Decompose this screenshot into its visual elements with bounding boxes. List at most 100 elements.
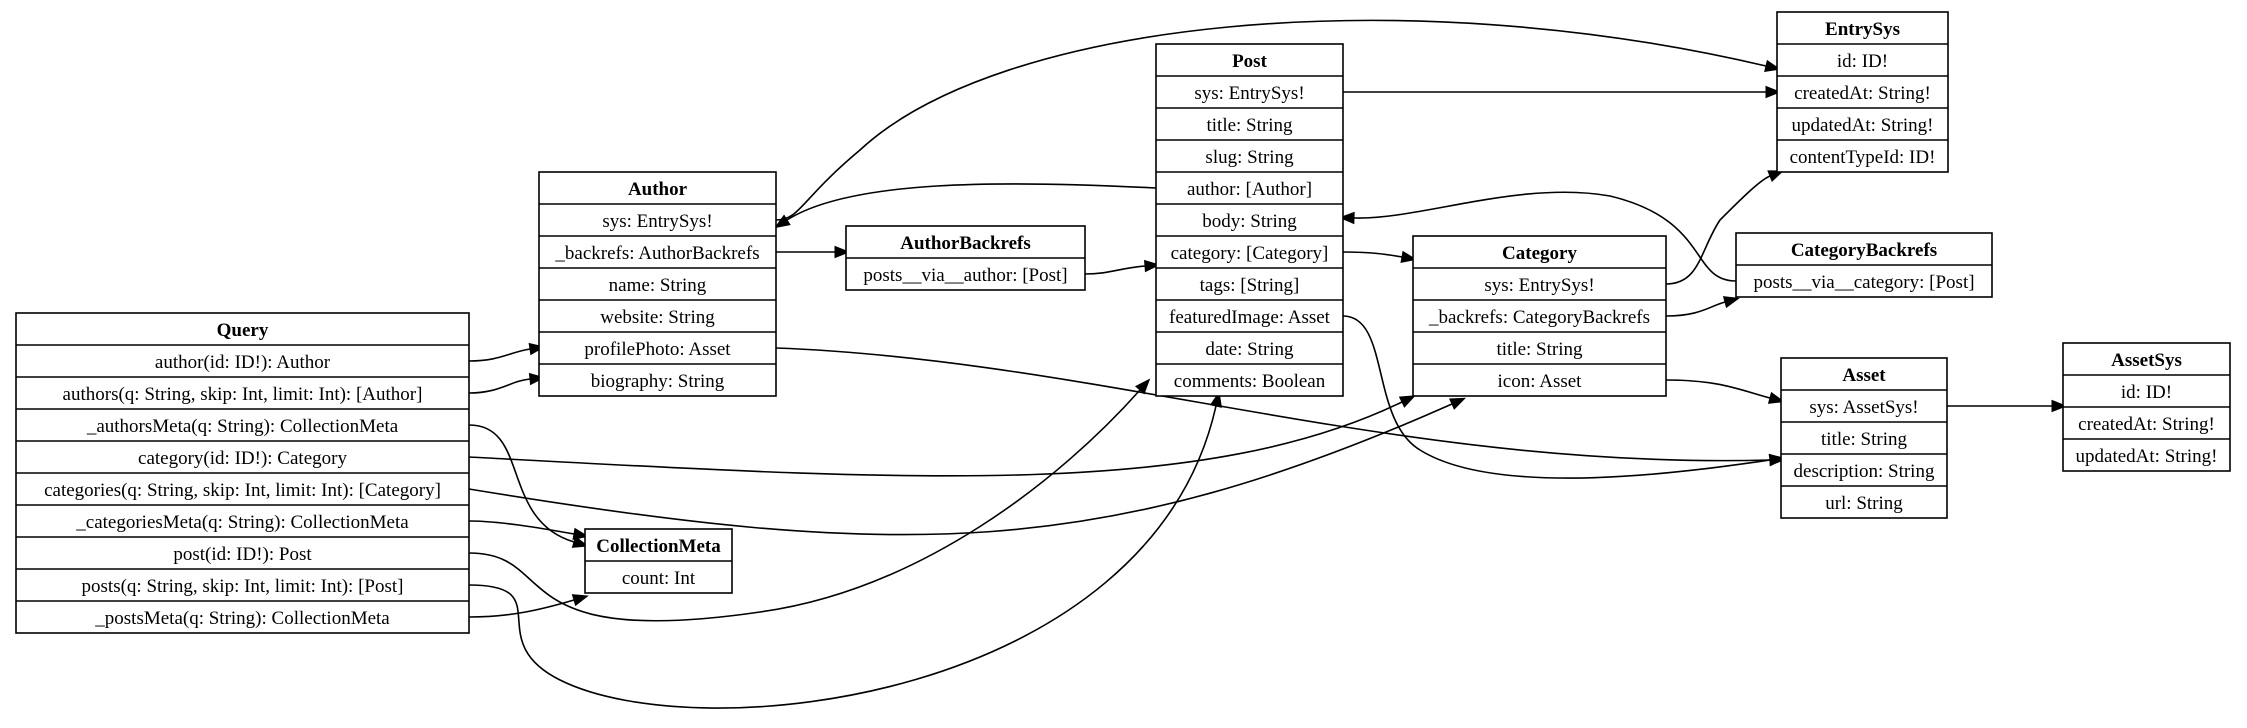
edge-query-to-post: [468, 378, 1151, 622]
node-field: _postsMeta(q: String): CollectionMeta: [94, 608, 390, 629]
node-field: profilePhoto: Asset: [584, 339, 731, 360]
edge-category-to-entry-sys: [1665, 170, 1785, 285]
arrowhead: [1135, 378, 1151, 395]
node-field: author: [Author]: [1187, 179, 1312, 200]
node-field: title: String: [1821, 429, 1908, 450]
node-field: post(id: ID!): Post: [173, 544, 312, 565]
node-field: author(id: ID!): Author: [155, 352, 331, 373]
node-field: slug: String: [1205, 147, 1294, 168]
arrowhead: [1768, 453, 1786, 467]
node-field: date: String: [1205, 339, 1294, 360]
edge-post-to-category: [1342, 250, 1418, 264]
node-field: title: String: [1496, 339, 1583, 360]
edge-query-to-category: [468, 395, 1416, 477]
edge-line: [468, 401, 1403, 477]
node-field: updatedAt: String!: [2076, 446, 2218, 467]
node-field: _authorsMeta(q: String): CollectionMeta: [86, 416, 399, 437]
node-field: count: Int: [622, 568, 696, 589]
node-title: CollectionMeta: [596, 536, 721, 557]
edge-post-to-entry-sys: [1343, 85, 1782, 99]
node-box: [1155, 43, 1344, 397]
node-title: Query: [217, 320, 269, 341]
edge-line: [1665, 379, 1771, 399]
arrowhead: [1449, 397, 1467, 410]
edge-query-to-collection-meta: [468, 520, 590, 541]
arrowhead: [572, 527, 590, 541]
node-field: biography: String: [591, 371, 725, 392]
arrowhead: [571, 594, 589, 607]
node-box: [1412, 235, 1667, 397]
node-field: authors(q: String, skip: Int, limit: Int…: [63, 384, 423, 405]
node-field: body: String: [1202, 211, 1297, 232]
node-field: sys: EntrySys!: [602, 211, 712, 232]
node-title: CategoryBackrefs: [1791, 240, 1937, 261]
node-box: [538, 171, 777, 397]
edges-layer: [468, 19, 2068, 709]
node-field: _backrefs: AuthorBackrefs: [554, 243, 759, 264]
node-collection-meta: CollectionMeta count: Int: [584, 528, 733, 594]
edge-query-to-author: [468, 342, 546, 362]
node-field: sys: AssetSys!: [1809, 397, 1918, 418]
arrowhead: [1767, 391, 1785, 404]
edge-category-backrefs-to-post: [1338, 191, 1737, 282]
nodes-layer: Query author(id: ID!): Author authors(q: S…: [15, 11, 2231, 634]
arrowhead: [571, 535, 589, 548]
node-field: category(id: ID!): Category: [138, 448, 347, 469]
node-field: createdAt: String!: [2078, 414, 2215, 435]
edge-query-to-collection-meta: [468, 594, 589, 618]
edge-author-backrefs-to-post: [1084, 259, 1161, 275]
edge-line: [468, 403, 1453, 536]
node-field: posts__via__category: [Post]: [1753, 272, 1974, 293]
node-title: Category: [1502, 243, 1577, 264]
node-field: sys: EntrySys!: [1194, 83, 1304, 104]
node-field: website: String: [600, 307, 715, 328]
node-field: description: String: [1794, 461, 1935, 482]
edge-line: [1084, 265, 1146, 275]
node-title: EntrySys: [1825, 19, 1900, 40]
node-field: _categoriesMeta(q: String): CollectionMe…: [75, 512, 409, 533]
edge-query-to-category: [468, 397, 1467, 536]
edge-line: [1665, 301, 1726, 317]
node-query: Query author(id: ID!): Author authors(q: S…: [15, 312, 470, 634]
edge-post-to-asset: [1342, 315, 1786, 479]
edge-line: [775, 19, 1767, 221]
edge-line: [1342, 251, 1403, 258]
edge-author-to-entry-sys: [775, 19, 1781, 221]
node-field: url: String: [1825, 493, 1903, 514]
edge-line: [1342, 315, 1771, 479]
node-field: id: ID!: [1837, 51, 1888, 72]
node-author-backrefs: AuthorBackrefs posts__via__author: [Post]: [845, 225, 1086, 291]
edge-line: [468, 348, 531, 362]
edge-author-to-author-backrefs: [776, 245, 851, 259]
arrowhead: [1722, 296, 1740, 309]
edge-query-to-author: [468, 372, 546, 394]
node-field: icon: Asset: [1498, 371, 1583, 392]
node-field: _backrefs: CategoryBackrefs: [1428, 307, 1650, 328]
edge-query-to-post: [468, 391, 1222, 709]
edge-line: [786, 183, 1157, 221]
edge-line: [1665, 175, 1771, 285]
node-field: categories(q: String, skip: Int, limit: …: [44, 480, 441, 501]
arrowhead: [1398, 395, 1416, 408]
node-field: featuredImage: Asset: [1169, 307, 1331, 328]
edge-category-to-category-backrefs: [1665, 296, 1740, 317]
arrowhead: [528, 372, 546, 386]
edge-line: [468, 389, 1141, 622]
arrowhead: [1338, 211, 1355, 225]
arrowhead: [1767, 170, 1785, 182]
node-title: AuthorBackrefs: [900, 233, 1031, 254]
node-field: tags: [String]: [1200, 275, 1300, 296]
edge-line: [468, 405, 1217, 709]
arrowhead: [1400, 250, 1418, 264]
node-field: posts__via__author: [Post]: [863, 265, 1067, 286]
edge-category-to-asset: [1665, 379, 1785, 404]
node-field: posts(q: String, skip: Int, limit: Int):…: [82, 576, 404, 597]
node-category-backrefs: CategoryBackrefs posts__via__category: [P…: [1735, 232, 1993, 298]
